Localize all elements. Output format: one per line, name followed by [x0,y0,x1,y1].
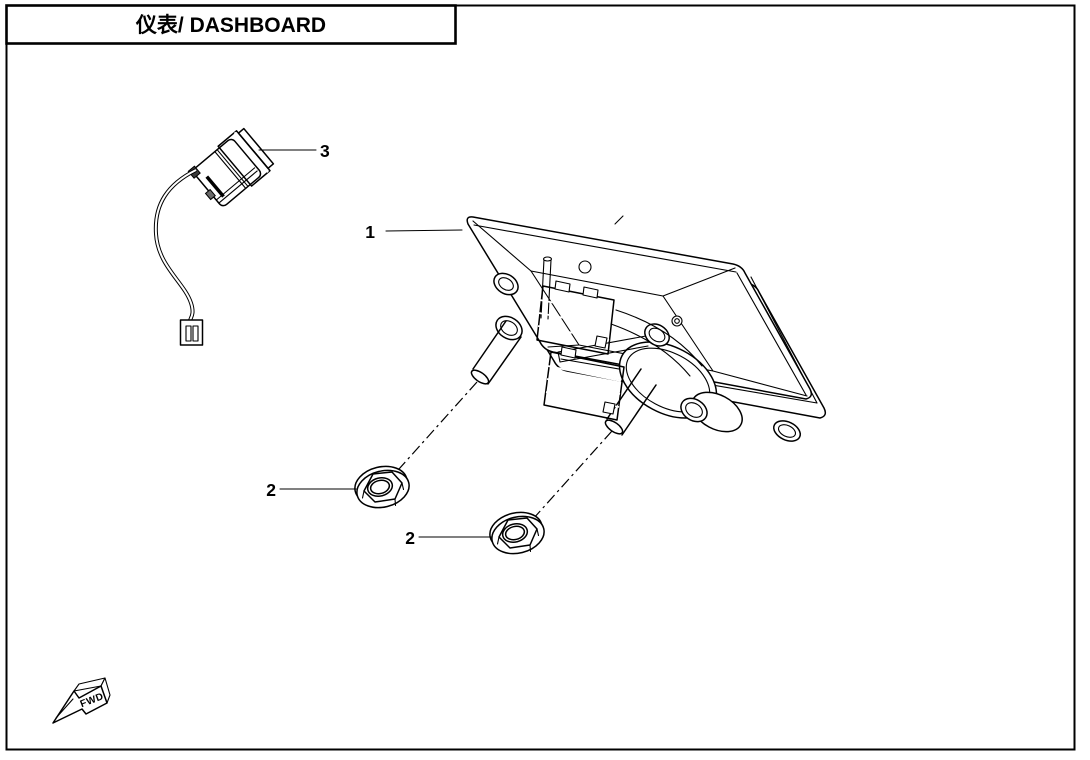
sensor-with-cable-drawing [153,127,275,346]
cable-connector [179,319,204,346]
leader-line-1 [385,229,463,232]
connector-block-lower [543,346,625,421]
callout-1: 1 [365,222,375,242]
flange-nut-lower [485,506,549,560]
title-block [5,4,457,45]
grommet [773,420,801,442]
center-axis-line [398,381,478,470]
callout-2-lower: 2 [405,528,415,548]
grommet [644,323,670,347]
callout-2-upper: 2 [266,480,276,500]
center-axis-line [532,430,613,520]
flange-nut-upper [350,460,414,514]
callout-3: 3 [320,141,330,161]
grommet [680,397,708,423]
fwd-direction-arrow: FWD [52,677,111,724]
grommet [495,315,523,341]
grommet [493,272,519,296]
dashboard-unit-drawing [466,215,827,442]
drawing-frame [5,4,1076,751]
callouts: 1 2 2 3 [258,141,493,548]
connector-block-upper [536,280,615,355]
page-title: 仪表/ DASHBOARD [135,14,326,37]
mounting-stud [470,320,522,385]
